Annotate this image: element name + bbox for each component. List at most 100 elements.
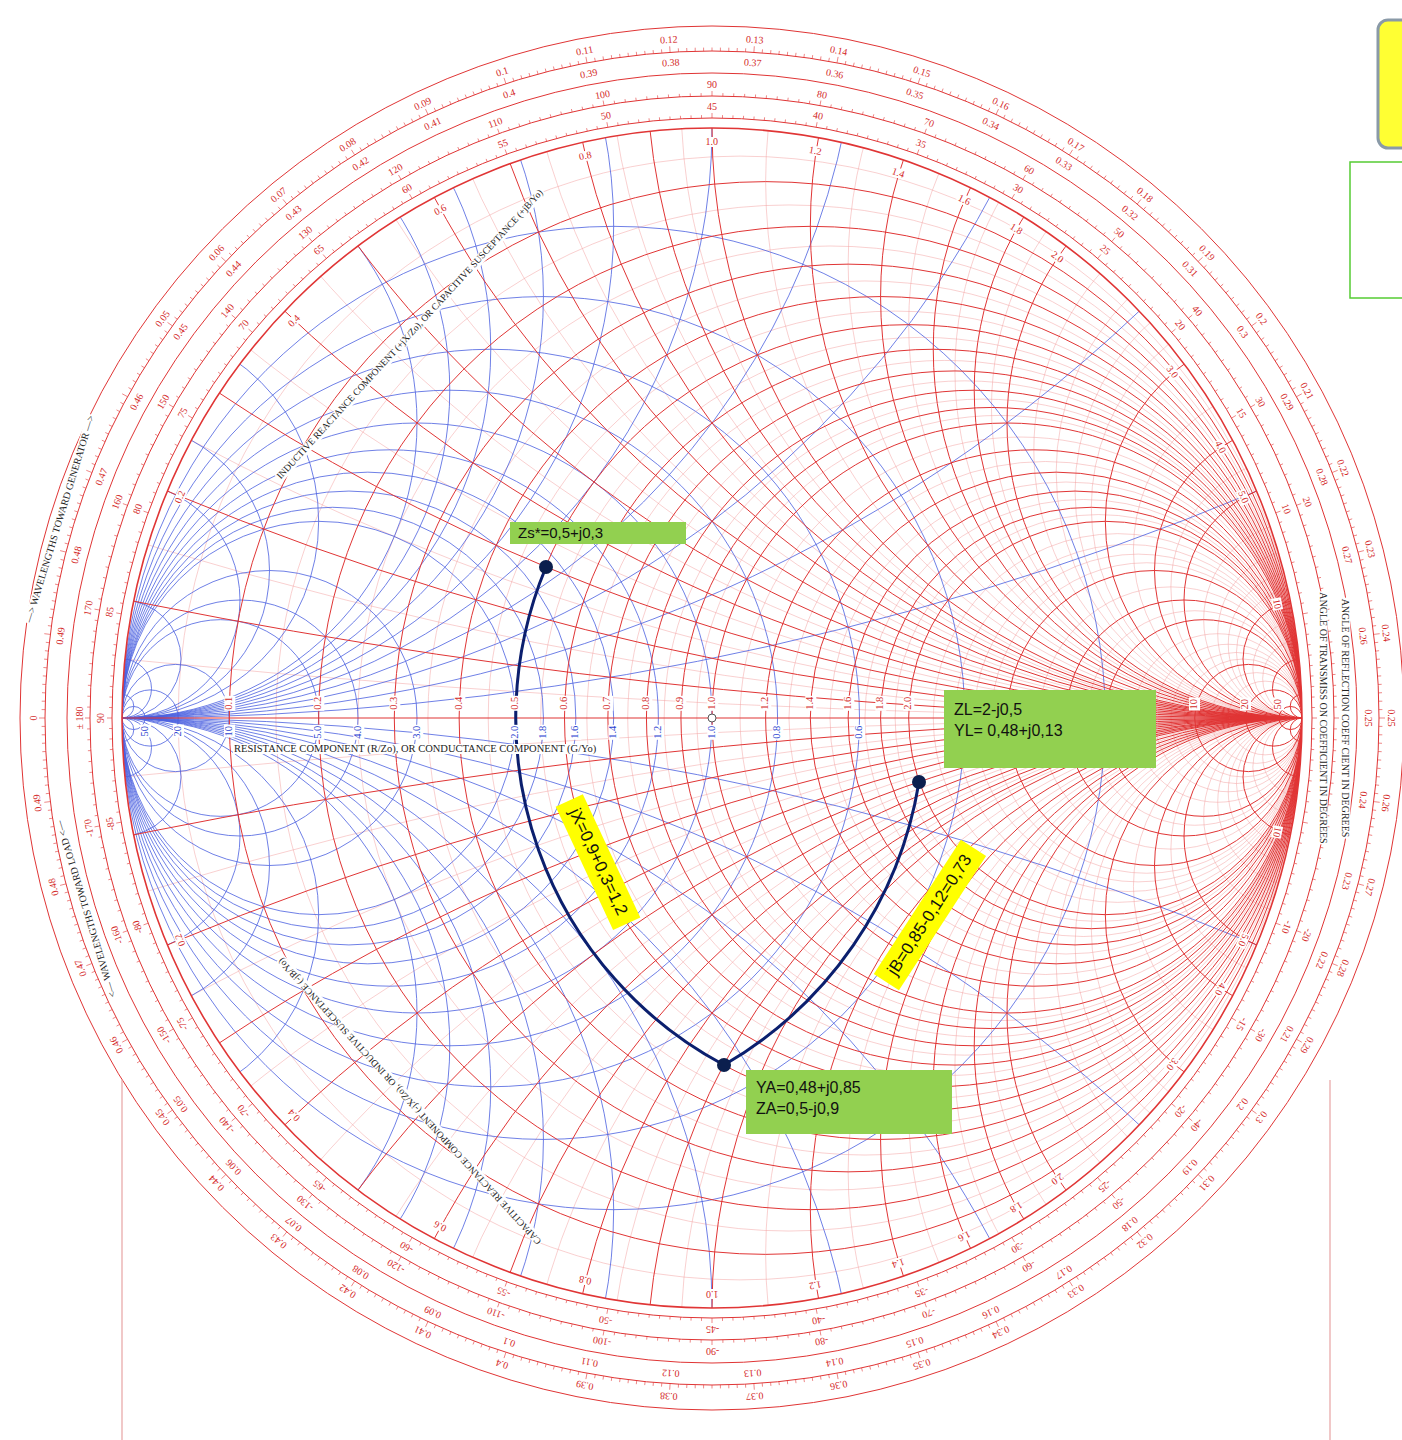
scale-tick	[486, 159, 487, 162]
scale-tick	[247, 1198, 249, 1201]
scale-tick	[1112, 238, 1115, 242]
scale-tick	[206, 1156, 209, 1158]
scale-tick	[157, 482, 160, 483]
scale-tick	[1221, 1150, 1224, 1152]
scale-tick	[996, 109, 999, 114]
scale-tick	[1356, 543, 1359, 545]
wavelength-scale: 0.44	[206, 1172, 227, 1193]
wavelength-scale: 0.07	[283, 1213, 304, 1233]
scale-tick	[336, 219, 338, 221]
scale-tick	[553, 67, 555, 70]
scale-tick	[733, 93, 734, 96]
scale-tick	[141, 1068, 144, 1070]
scale-tick	[1060, 1234, 1062, 1236]
scale-tick	[61, 559, 64, 561]
scale-title: RESISTANCE COMPONENT (R/Zo), OR CONDUCTA…	[233, 744, 597, 755]
scale-tick	[67, 900, 70, 902]
scale-tick	[653, 50, 654, 54]
scale-tick	[1329, 641, 1332, 642]
scale-tick	[488, 1299, 489, 1302]
scale-tick	[841, 107, 843, 110]
scale-tick	[1086, 1215, 1088, 1217]
resistance-value: 0.5	[510, 696, 521, 711]
scale-ring	[67, 73, 1357, 1363]
angle-scale: -20	[1300, 926, 1315, 944]
wavelength-scale: 0.1	[501, 1335, 518, 1349]
scale-tick	[65, 892, 68, 894]
wavelength-scale: 0.2	[1234, 1095, 1251, 1113]
wavelength-scale: 0.28	[1313, 466, 1329, 488]
scale-tick	[1104, 1258, 1106, 1261]
scale-title: INDUCTIVE REACTANCE COMPONENT (+jX/Zo), …	[274, 187, 545, 482]
scale-tick	[516, 148, 517, 151]
susceptance-arc	[0, 718, 270, 1013]
scale-tick	[243, 1096, 245, 1098]
conductance-value: 1.0	[707, 725, 718, 740]
susceptance-arc	[0, 0, 543, 718]
scale-tick	[114, 899, 117, 901]
scale-tick	[89, 772, 92, 773]
scale-tick	[803, 54, 805, 58]
scale-tick	[1251, 405, 1255, 408]
scale-tick	[550, 114, 552, 117]
scale-tick	[973, 1332, 974, 1335]
angle-scale: -65	[310, 1177, 328, 1195]
scale-tick	[74, 511, 77, 512]
scale-tick	[869, 67, 871, 70]
scale-tick	[188, 1018, 192, 1021]
reactance-value: 1.4	[890, 166, 907, 180]
scale-tick	[473, 1341, 474, 1344]
scale-tick	[1346, 511, 1349, 512]
scale-tick	[341, 243, 343, 245]
scale-tick	[311, 181, 313, 184]
scale-tick	[390, 182, 392, 185]
scale-tick	[695, 1385, 696, 1389]
scale-tick	[1256, 972, 1259, 973]
angle-scale: 90	[706, 80, 718, 90]
conductance-value: 2.0	[510, 725, 521, 740]
scale-tick	[42, 684, 46, 685]
resistance-value: 10	[1189, 698, 1200, 711]
scale-tick	[867, 136, 869, 139]
scale-tick	[142, 522, 145, 523]
scale-tick	[175, 317, 178, 319]
wavelength-scale: 0.45	[171, 322, 191, 344]
scale-tick	[1379, 734, 1383, 735]
scale-tick	[1335, 479, 1338, 480]
scale-tick	[728, 1385, 729, 1389]
scale-tick	[83, 948, 86, 949]
scale-tick	[910, 78, 911, 81]
scale-tick	[1131, 196, 1133, 199]
angle-scale: -40	[810, 1313, 827, 1326]
scale-tick	[283, 1232, 287, 1237]
scale-tick	[200, 1075, 203, 1077]
scale-tick	[1191, 355, 1193, 357]
scale-tick	[691, 115, 692, 118]
scale-tick	[1332, 663, 1335, 664]
scale-tick	[744, 94, 745, 97]
scale-tick	[1300, 515, 1303, 516]
scale-tick	[586, 1373, 587, 1379]
scale-tick	[529, 1313, 531, 1316]
scale-tick	[1280, 464, 1283, 465]
scale-tick	[426, 1322, 429, 1327]
scale-tick	[165, 1020, 168, 1021]
scale-tick	[170, 454, 173, 455]
scale-tick	[826, 126, 828, 129]
scale-tick	[753, 46, 754, 52]
scale-tick	[1078, 212, 1080, 214]
scale-tick	[1204, 1168, 1207, 1170]
scale-tick	[457, 98, 458, 101]
wavelength-scale: 0.47	[72, 957, 88, 979]
scale-tick	[86, 964, 92, 966]
scale-tick	[805, 1311, 806, 1314]
scale-tick	[109, 728, 112, 729]
scale-tick	[382, 135, 384, 138]
scale-tick	[420, 191, 421, 194]
scale-tick	[111, 889, 114, 891]
scale-tick	[1124, 191, 1126, 194]
scale-tick	[766, 95, 767, 98]
scale-tick	[1242, 1000, 1245, 1001]
wavelength-scale: 0.4	[493, 1357, 510, 1371]
scale-tick	[291, 1237, 293, 1240]
